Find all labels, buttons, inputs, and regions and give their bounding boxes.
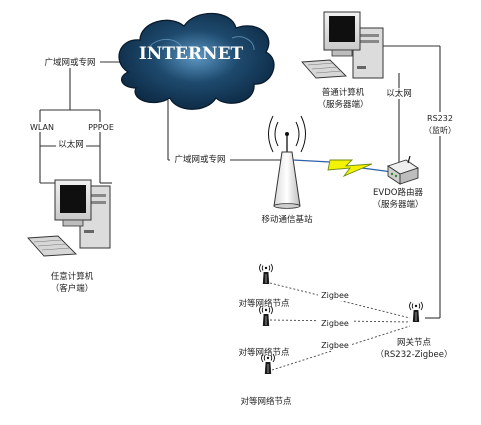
- ethernet-right-label: 以太网: [386, 88, 412, 99]
- server-pc-label: 普通计算机: [322, 87, 365, 98]
- client-computer-icon: [27, 179, 111, 257]
- antenna-node-icon-gateway: [409, 301, 423, 323]
- cloud-title: INTERNET: [139, 44, 244, 64]
- wan-left-label: 广域网或专网: [44, 57, 95, 68]
- antenna-node-icon-peer-1: [259, 263, 273, 285]
- base-station-label: 移动通信基站: [261, 214, 313, 225]
- labels: 广域网或专网 WLAN PPPOE 以太网 任意计算机 （客户端） 广域网或专网…: [30, 56, 456, 407]
- internet-cloud-icon: INTERNET: [118, 12, 275, 110]
- zigbee-1-label: Zigbee: [321, 291, 349, 300]
- peer-node-3-label: 对等网络节点: [240, 396, 292, 407]
- zigbee-3-label: Zigbee: [321, 341, 349, 350]
- lightning-bolt-icon: [327, 159, 373, 178]
- rs232-sublabel: （监听）: [424, 125, 456, 135]
- antenna-node-icon-peer-2: [259, 305, 273, 327]
- gateway-label: 网关节点: [397, 337, 432, 348]
- zigbee-2-label: Zigbee: [321, 319, 349, 328]
- wireless-link: [292, 159, 393, 173]
- router-label: EVDO路由器: [373, 187, 423, 198]
- gateway-sublabel: （RS232-Zigbee）: [375, 349, 452, 360]
- wlan-label: WLAN: [30, 123, 54, 132]
- wan-mid-label: 广域网或专网: [174, 154, 225, 165]
- peer-node-1-label: 对等网络节点: [238, 298, 290, 309]
- server-pc-sublabel: （服务器端）: [317, 99, 368, 110]
- router-icon: [386, 155, 420, 185]
- client-pc-sublabel: （客户端）: [51, 283, 94, 294]
- rs232-label: RS232: [427, 114, 453, 123]
- pppoe-label: PPPOE: [88, 123, 114, 132]
- server-computer-icon: [301, 11, 384, 79]
- client-pc-label: 任意计算机: [51, 271, 94, 282]
- peer-node-2-label: 对等网络节点: [238, 347, 290, 358]
- cell-tower-icon: [268, 115, 306, 209]
- ethernet-left-label: 以太网: [58, 139, 84, 150]
- router-sublabel: （服务器端）: [372, 199, 423, 210]
